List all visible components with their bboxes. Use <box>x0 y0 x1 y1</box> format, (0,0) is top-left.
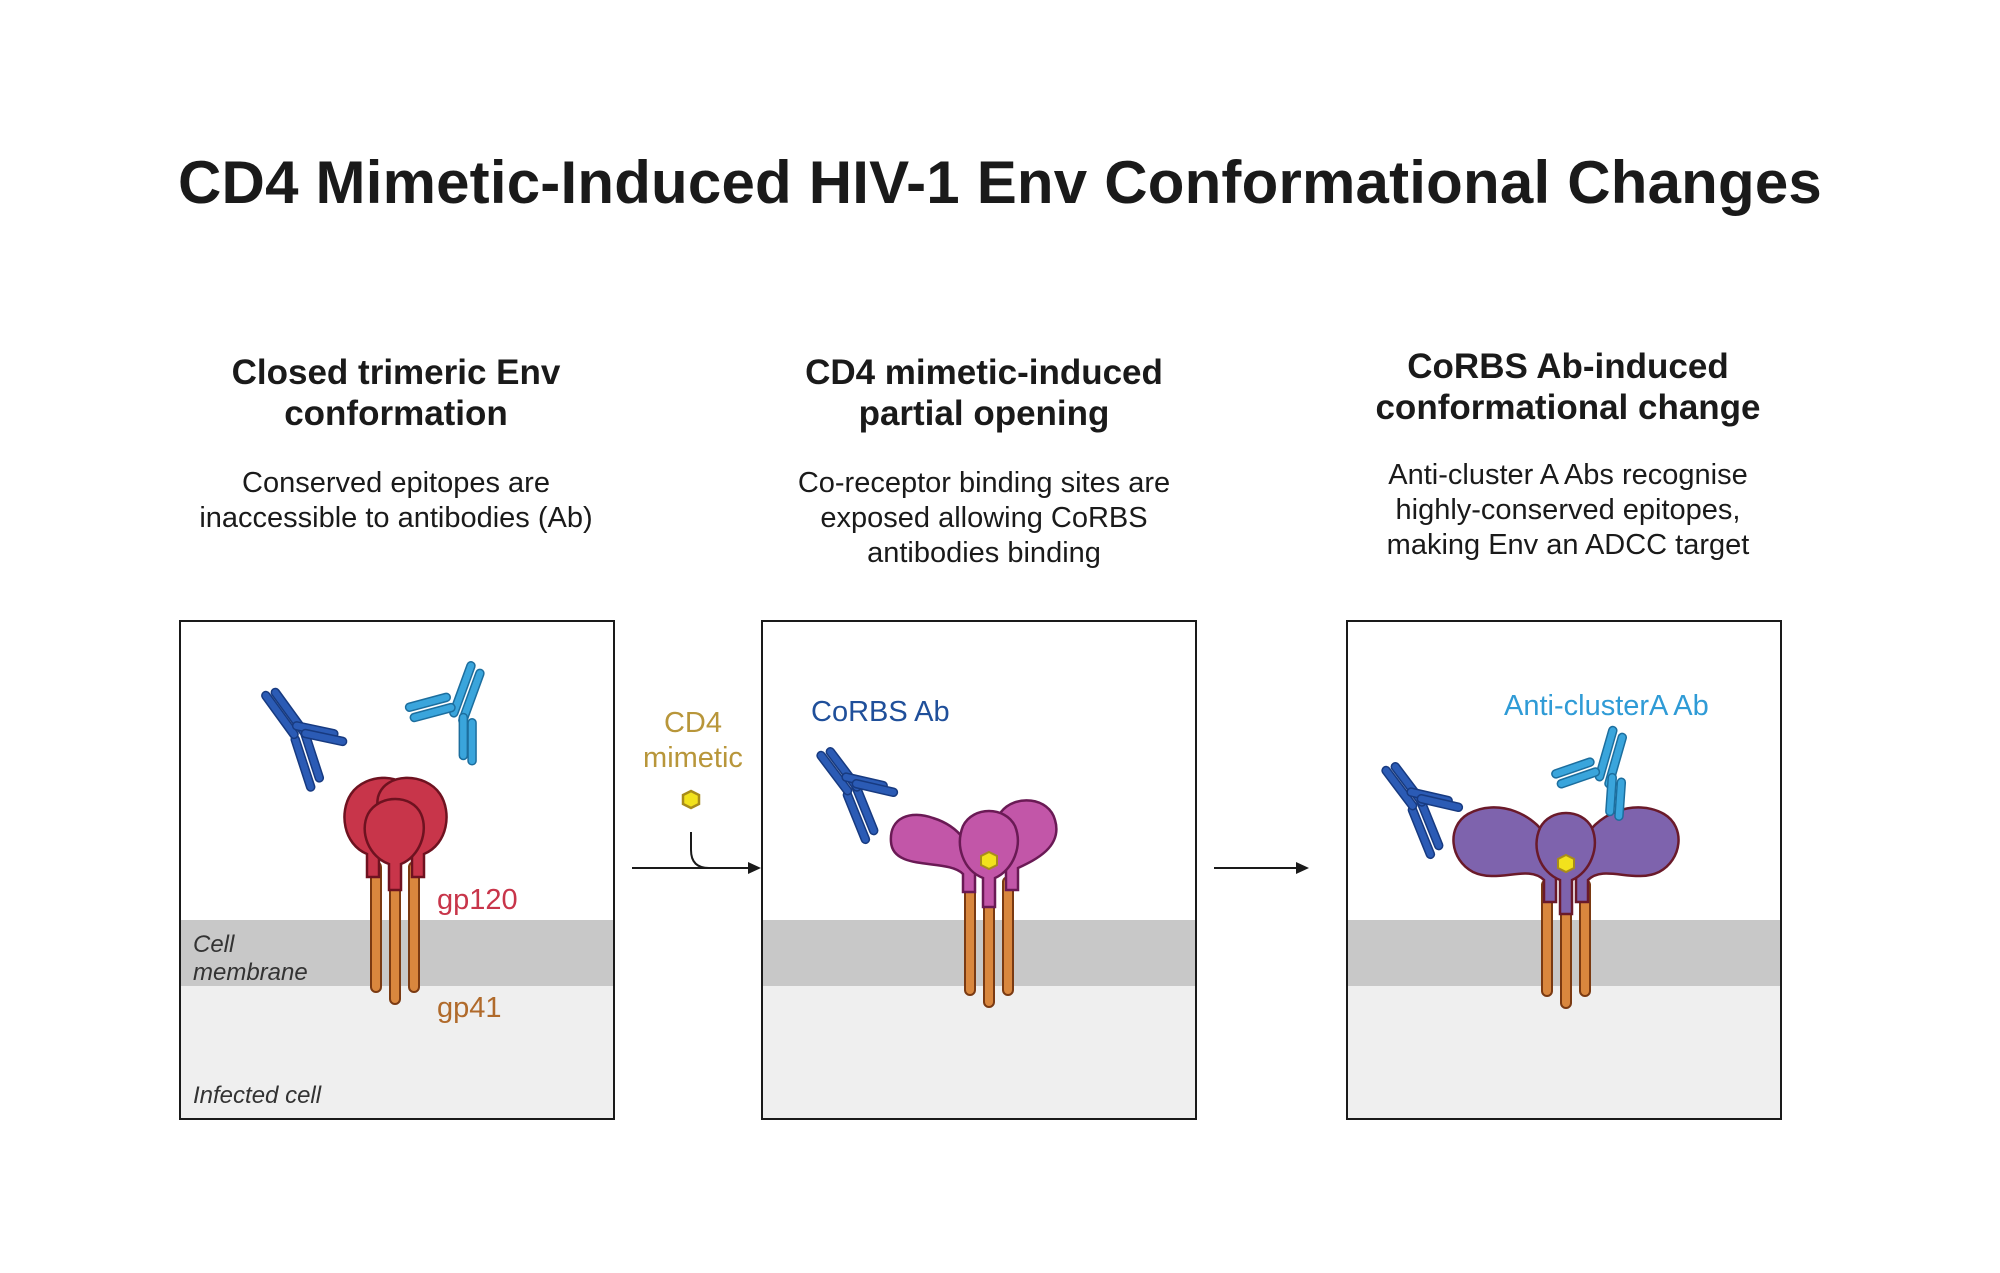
panel-1-text: Closed trimeric Env conformation Conserv… <box>136 352 656 536</box>
infected-cell-label: Infected cell <box>193 1082 322 1109</box>
panel-2-heading: CD4 mimetic-induced partial opening <box>724 352 1244 434</box>
panel-3-heading-line1: CoRBS Ab-induced <box>1407 347 1729 386</box>
anti-cluster-a-ab-label: Anti-clusterA Ab <box>1504 690 1709 722</box>
panel-2-heading-line2: partial opening <box>858 394 1110 433</box>
panel-1-heading-line2: conformation <box>284 394 508 433</box>
panel-1-desc-line2: inaccessible to antibodies (Ab) <box>199 502 593 534</box>
cd4-mimetic-label-line1: CD4 <box>663 707 722 739</box>
panel-3-heading-line2: conformational change <box>1375 388 1761 427</box>
mimetic-entry-line <box>690 832 710 869</box>
anti-cluster-a-antibody-unbound <box>404 661 485 766</box>
corbs-antibody-bound <box>1381 762 1464 860</box>
figure-title: CD4 Mimetic-Induced HIV-1 Env Conformati… <box>178 149 1822 216</box>
corbs-antibody-bound <box>816 747 899 845</box>
panel-1-description: Conserved epitopes are inaccessible to a… <box>136 466 656 536</box>
gp120-partially-open-trimer <box>889 799 1058 909</box>
gp120-label: gp120 <box>437 884 518 916</box>
panel-3-heading: CoRBS Ab-induced conformational change <box>1308 346 1828 428</box>
partial-opening-illustration <box>763 747 1195 1118</box>
panel-1-heading: Closed trimeric Env conformation <box>136 352 656 434</box>
panel-1-heading-line1: Closed trimeric Env <box>231 353 561 392</box>
gp41-stalks <box>370 861 420 1005</box>
panel-2-desc-line3: antibodies binding <box>867 537 1101 569</box>
panel-2-description: Co-receptor binding sites are exposed al… <box>724 466 1244 571</box>
arrow-head <box>1296 862 1309 874</box>
panel-3-desc-line2: highly-conserved epitopes, <box>1395 494 1741 526</box>
cd4-mimetic-label-line2: mimetic <box>643 742 743 774</box>
panel-3-desc-line3: making Env an ADCC target <box>1386 529 1750 561</box>
cell-membrane-label: Cell membrane <box>193 931 308 987</box>
panel-3-description: Anti-cluster A Abs recognise highly-cons… <box>1308 458 1828 563</box>
cell-membrane-label-line2: membrane <box>193 959 308 986</box>
cell-membrane <box>763 920 1195 986</box>
gp41-label: gp41 <box>437 992 502 1024</box>
cell-membrane-label-line1: Cell <box>193 931 235 958</box>
panel-2-desc-line1: Co-receptor binding sites are <box>797 467 1171 499</box>
cd4-mimetic-bound <box>1557 853 1575 874</box>
infected-cell-cytoplasm <box>181 986 613 1118</box>
cd4-mimetic-arrow <box>632 789 761 874</box>
arrow-head <box>748 862 761 874</box>
corbs-induced-panel: Anti-clusterA Ab <box>1346 620 1782 1120</box>
cd4-mimetic-bound <box>980 850 998 871</box>
closed-env-illustration <box>181 661 613 1118</box>
panel-3-desc-line1: Anti-cluster A Abs recognise <box>1388 459 1748 491</box>
corbs-antibody-unbound <box>261 687 348 792</box>
infected-cell-cytoplasm <box>763 986 1195 1118</box>
panel-2-text: CD4 mimetic-induced partial opening Co-r… <box>724 352 1244 571</box>
gp120-closed-trimer <box>343 776 448 892</box>
closed-env-panel: gp120 gp41 Cell membrane Infected cell <box>179 620 615 1120</box>
cd4-mimetic-molecule <box>681 789 701 810</box>
corbs-induced-illustration <box>1348 725 1780 1118</box>
anti-cluster-a-antibody-bound <box>1551 725 1627 821</box>
panel-1-desc-line1: Conserved epitopes are <box>242 467 550 499</box>
panel-3-text: CoRBS Ab-induced conformational change A… <box>1308 346 1828 563</box>
cd4-mimetic-label: CD4 mimetic <box>628 706 758 776</box>
corbs-ab-label: CoRBS Ab <box>811 696 950 728</box>
transition-arrow <box>1214 862 1309 874</box>
panel-2-heading-line1: CD4 mimetic-induced <box>805 353 1163 392</box>
partial-opening-panel: CoRBS Ab <box>761 620 1197 1120</box>
panel-2-desc-line2: exposed allowing CoRBS <box>820 502 1148 534</box>
gp41-stalks <box>964 876 1014 1008</box>
